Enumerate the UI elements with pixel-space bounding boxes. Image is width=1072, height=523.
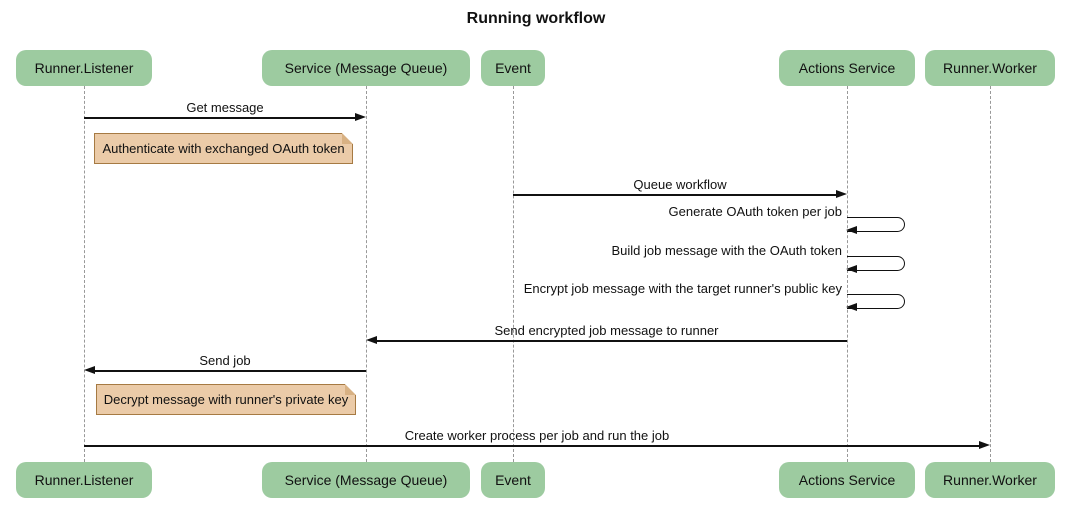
lifeline-runner-worker	[990, 86, 991, 462]
participant-top-service-mq: Service (Message Queue)	[262, 50, 470, 86]
note-fold-icon	[342, 133, 353, 144]
participant-bottom-service-mq: Service (Message Queue)	[262, 462, 470, 498]
participant-top-runner-listener: Runner.Listener	[16, 50, 152, 86]
message-line-create-worker	[84, 445, 981, 447]
message-line-send-job	[94, 370, 366, 372]
note-authenticate: Authenticate with exchanged OAuth token	[94, 133, 353, 164]
message-label-create-worker: Create worker process per job and run th…	[404, 428, 670, 443]
arrowhead-left-icon	[846, 265, 857, 273]
participant-top-event: Event	[481, 50, 545, 86]
message-line-send-encrypted	[376, 340, 847, 342]
arrowhead-right-icon	[355, 113, 366, 121]
message-label-encrypt-job-message: Encrypt job message with the target runn…	[523, 281, 842, 296]
participant-bottom-runner-listener: Runner.Listener	[16, 462, 152, 498]
note-text: Authenticate with exchanged OAuth token	[102, 141, 345, 156]
lifeline-runner-listener	[84, 86, 85, 462]
message-line-get-message	[84, 117, 357, 119]
self-message-loop	[847, 256, 905, 271]
note-text: Decrypt message with runner's private ke…	[103, 392, 349, 407]
arrowhead-left-icon	[84, 366, 95, 374]
lifeline-service-mq	[366, 86, 367, 462]
message-label-get-message: Get message	[186, 100, 264, 115]
arrowhead-right-icon	[836, 190, 847, 198]
message-line-queue-workflow	[513, 194, 838, 196]
note-fold-icon	[345, 384, 356, 395]
diagram-title: Running workflow	[466, 10, 606, 27]
participant-top-runner-worker: Runner.Worker	[925, 50, 1055, 86]
participant-bottom-event: Event	[481, 462, 545, 498]
message-label-generate-oauth: Generate OAuth token per job	[668, 204, 842, 219]
arrowhead-right-icon	[979, 441, 990, 449]
self-message-loop	[847, 217, 905, 232]
self-message-loop	[847, 294, 905, 309]
arrowhead-left-icon	[846, 303, 857, 311]
participant-bottom-actions-service: Actions Service	[779, 462, 915, 498]
participant-bottom-runner-worker: Runner.Worker	[925, 462, 1055, 498]
message-label-queue-workflow: Queue workflow	[633, 177, 727, 192]
note-decrypt: Decrypt message with runner's private ke…	[96, 384, 356, 415]
message-label-build-job-message: Build job message with the OAuth token	[611, 243, 842, 258]
lifeline-event	[513, 86, 514, 462]
message-label-send-encrypted: Send encrypted job message to runner	[494, 323, 719, 338]
message-label-send-job: Send job	[199, 353, 251, 368]
lifeline-actions-service	[847, 86, 848, 462]
arrowhead-left-icon	[366, 336, 377, 344]
participant-top-actions-service: Actions Service	[779, 50, 915, 86]
arrowhead-left-icon	[846, 226, 857, 234]
